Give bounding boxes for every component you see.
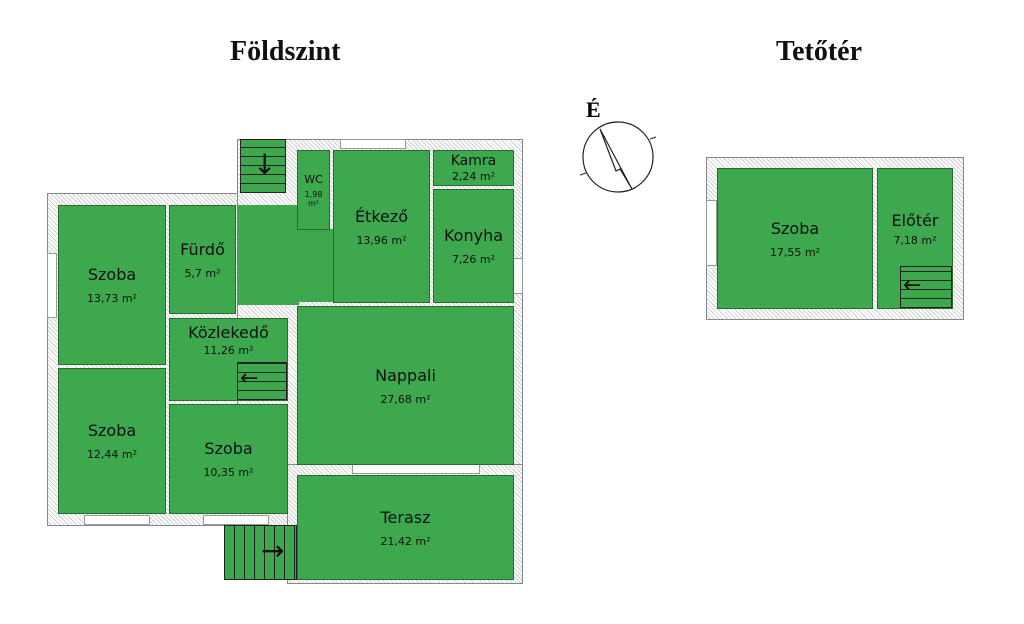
arrow-left-icon: ← <box>903 273 922 298</box>
room-konyha: Konyha 7,26 m² <box>433 189 514 303</box>
compass-north-label: É <box>586 97 601 122</box>
room-area: 27,68 m² <box>380 392 431 406</box>
room-area: 5,7 m² <box>184 266 221 280</box>
staircase: ↓ <box>240 139 286 193</box>
room-area: 10,35 m² <box>203 466 254 479</box>
room-area: 7,26 m² <box>451 253 496 266</box>
ground-floor-title: Földszint <box>230 36 341 67</box>
room-terasz: Terasz 21,42 m² <box>297 475 514 580</box>
arrow-left-icon: ← <box>240 366 259 391</box>
arrow-down-icon: ↓ <box>253 148 277 181</box>
room-name: Szoba <box>204 439 253 458</box>
room-area: 13,96 m² <box>356 233 407 247</box>
room-name: Konyha <box>443 226 504 245</box>
staircase: → <box>224 525 297 580</box>
room-area: 7,18 m² <box>893 234 937 247</box>
room-szoba-3: Szoba 10,35 m² <box>169 404 288 514</box>
compass: É <box>580 97 660 197</box>
room-area: 2,24 m² <box>451 170 496 183</box>
room-name: Közlekedő <box>188 323 269 342</box>
room-name: Szoba <box>87 265 137 284</box>
room-name: Kamra <box>450 153 497 169</box>
room-name: Fürdő <box>180 239 225 259</box>
room-area: 13,73 m² <box>86 292 138 305</box>
room-area: 11,26 m² <box>203 344 254 357</box>
room-name: Szoba <box>770 218 820 238</box>
inner-staircase: ← <box>237 362 287 400</box>
arrow-right-icon: → <box>261 534 285 567</box>
attic-staircase: ← <box>900 266 952 308</box>
window <box>203 515 269 525</box>
room-name: Nappali <box>375 365 436 385</box>
room-nappali: Nappali 27,68 m² <box>297 306 514 465</box>
corridor-area <box>237 205 299 305</box>
room-name: Szoba <box>87 421 137 440</box>
room-attic-szoba: Szoba 17,55 m² <box>717 168 873 309</box>
window <box>352 464 480 474</box>
room-area: 12,44 m² <box>86 448 138 461</box>
room-etkezo: Étkező 13,96 m² <box>333 150 430 303</box>
room-szoba-1: Szoba 13,73 m² <box>58 205 166 365</box>
room-area: 1,98 m² <box>304 189 323 208</box>
corridor-area <box>290 229 340 302</box>
room-name: Előtér <box>891 211 939 230</box>
room-area: 21,42 m² <box>380 534 431 548</box>
room-area: 17,55 m² <box>769 245 821 259</box>
window <box>47 253 57 318</box>
room-furdo: Fürdő 5,7 m² <box>169 205 236 314</box>
room-name: Terasz <box>380 507 431 527</box>
window <box>340 139 406 149</box>
window <box>513 258 523 294</box>
attic-title: Tetőtér <box>776 36 863 67</box>
room-name: Étkező <box>354 206 409 226</box>
window <box>706 200 717 266</box>
room-name: WC <box>304 172 323 186</box>
room-szoba-2: Szoba 12,44 m² <box>58 368 166 514</box>
window <box>84 515 150 525</box>
compass-arrow-icon <box>580 121 657 193</box>
room-wc: WC 1,98 m² <box>297 150 330 230</box>
